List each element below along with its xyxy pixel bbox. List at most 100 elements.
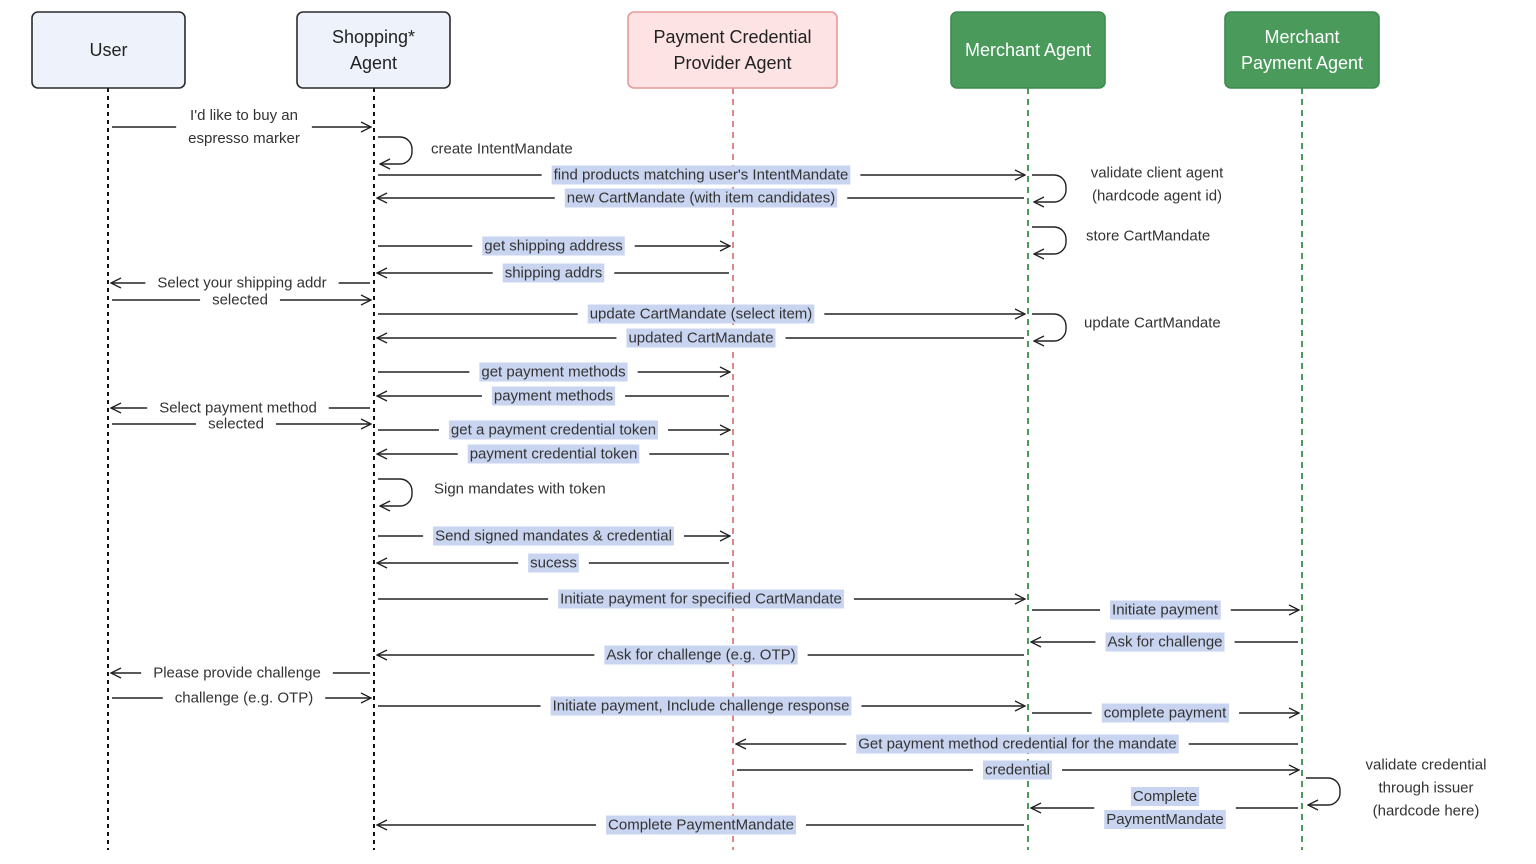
self-call-arrow — [1032, 313, 1067, 341]
actor-box — [31, 11, 186, 89]
label-highlight — [558, 589, 844, 609]
self-call-label-line-2: (hardcode agent id) — [1092, 188, 1222, 205]
message-label: payment methods — [494, 388, 613, 405]
message-label: Initiate payment for specified CartManda… — [560, 591, 842, 608]
message-9: updated CartMandate — [377, 328, 1024, 348]
message-16: Send signed mandates & credential — [378, 526, 730, 546]
message-label: Ask for challenge (e.g. OTP) — [606, 647, 795, 664]
actor-box — [950, 11, 1106, 89]
label-highlight — [551, 165, 851, 185]
message-7: selected — [112, 292, 371, 309]
message-4: get shipping address — [378, 236, 730, 256]
message-8: update CartMandate (select item) — [378, 304, 1025, 324]
label-highlight — [1105, 632, 1225, 652]
label-highlight — [467, 444, 640, 464]
message-label: updated CartMandate — [628, 330, 773, 347]
message-label-line-2: PaymentMandate — [1106, 811, 1224, 828]
message-label: new CartMandate (with item candidates) — [567, 190, 835, 207]
self-call-arrow — [378, 136, 413, 164]
self-call-label-line-1: validate client agent — [1091, 165, 1224, 182]
message-22: Please provide challenge — [111, 665, 370, 682]
label-highlight — [564, 188, 838, 208]
label-highlight — [491, 386, 616, 406]
message-11: Select payment method — [111, 400, 370, 417]
actor-label: Shopping* — [332, 27, 415, 47]
actor-user: User — [31, 11, 186, 89]
actor-merchant: Merchant Agent — [950, 11, 1106, 89]
message-label: Complete PaymentMandate — [608, 817, 794, 834]
self-call-label-line-1: validate credential — [1366, 757, 1487, 774]
message-label: payment credential token — [470, 446, 638, 463]
actor-label: Provider Agent — [673, 53, 791, 73]
actor-shopping: Shopping* Agent — [296, 11, 451, 89]
message-label-line-1: Complete — [1133, 788, 1197, 805]
actor-box — [296, 11, 451, 89]
label-highlight — [604, 645, 798, 665]
self-call-5: Sign mandates with token — [378, 478, 606, 506]
label-highlight — [1101, 703, 1230, 723]
message-label: Send signed mandates & credential — [435, 528, 672, 545]
message-label: shipping addrs — [505, 265, 603, 282]
message-14: get a payment credential token — [378, 420, 730, 440]
message-label: Please provide challenge — [153, 665, 321, 682]
message-label-line-2: espresso marker — [188, 130, 300, 147]
self-call-6: validate credential through issuer (hardco… — [1306, 757, 1486, 820]
message-24: Initiate payment, Include challenge resp… — [378, 696, 1025, 716]
message-label: selected — [208, 416, 264, 433]
message-10: get payment methods — [378, 362, 730, 382]
message-label: Select payment method — [159, 400, 317, 417]
message-label: get a payment credential token — [451, 422, 656, 439]
message-label: challenge (e.g. OTP) — [175, 690, 313, 707]
message-13: selected — [112, 416, 371, 433]
self-call-1: create IntentMandate — [378, 136, 573, 164]
label-highlight — [606, 815, 796, 835]
label-highlight — [626, 328, 776, 348]
self-call-label: update CartMandate — [1084, 315, 1221, 332]
message-6: shipping addrs — [377, 263, 729, 283]
label-highlight — [448, 420, 659, 440]
label-highlight — [502, 263, 605, 283]
message-label: Get payment method credential for the ma… — [858, 736, 1177, 753]
actor-label: Merchant — [1264, 27, 1339, 47]
label-highlight — [433, 526, 674, 546]
self-call-label-line-2: through issuer — [1378, 780, 1473, 797]
message-5: Select your shipping addr — [111, 275, 370, 292]
message-26: Get payment method credential for the ma… — [736, 734, 1298, 754]
actor-label: Merchant Agent — [965, 40, 1091, 60]
self-call-label: create IntentMandate — [431, 141, 573, 158]
self-call-3: store CartMandate — [1032, 226, 1210, 254]
actor-label: User — [89, 40, 127, 60]
message-label: get shipping address — [484, 238, 622, 255]
label-highlight — [982, 760, 1053, 780]
actor-box — [627, 11, 838, 89]
message-29: Complete PaymentMandate — [377, 815, 1024, 835]
message-15: payment credential token — [377, 444, 729, 464]
self-call-arrow — [1032, 174, 1067, 202]
self-call-arrow — [1032, 226, 1067, 254]
self-call-label: store CartMandate — [1086, 228, 1210, 245]
label-highlight — [528, 553, 579, 573]
label-highlight — [1110, 600, 1221, 620]
label-highlight — [587, 304, 815, 324]
self-call-label-line-3: (hardcode here) — [1373, 803, 1480, 820]
actor-label: Agent — [350, 53, 397, 73]
message-20: Ask for challenge — [1031, 632, 1298, 652]
message-27: credential — [737, 760, 1299, 780]
self-call-2: validate client agent (hardcode agent id) — [1032, 165, 1224, 205]
self-call-arrow — [1306, 777, 1341, 805]
message-label: Ask for challenge — [1107, 634, 1222, 651]
message-3: new CartMandate (with item candidates) — [377, 188, 1024, 208]
message-2: find products matching user's IntentMand… — [378, 165, 1025, 185]
actor-box — [1224, 11, 1380, 89]
actor-label: Payment Credential — [653, 27, 811, 47]
message-label: find products matching user's IntentMand… — [554, 167, 849, 184]
message-label: get payment methods — [481, 364, 625, 381]
label-highlight — [1104, 810, 1226, 829]
self-call-4: update CartMandate — [1032, 313, 1221, 341]
message-17: sucess — [377, 553, 729, 573]
self-call-label: Sign mandates with token — [434, 481, 606, 498]
